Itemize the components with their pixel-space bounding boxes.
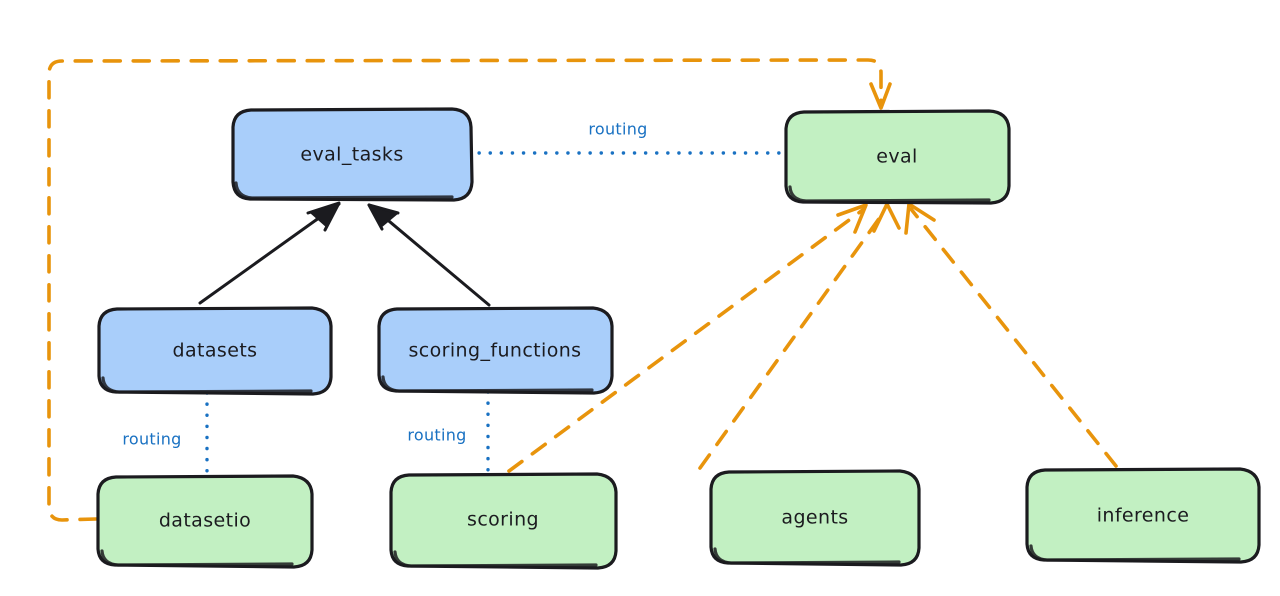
node-label-scoring_functions: scoring_functions [409,340,582,362]
node-scoring[interactable]: scoring [389,472,618,570]
node-label-eval: eval [876,146,917,168]
node-label-datasetio: datasetio [159,510,251,532]
node-inference[interactable]: inference [1025,467,1261,564]
edge-label-routing-eval_tasks-eval: routing [588,120,647,139]
node-datasets[interactable]: datasets [97,306,333,396]
edge-label-routing-datasets-datasetio: routing [122,430,181,449]
node-eval[interactable]: eval [784,109,1011,205]
edge-scoring_functions-to-eval_tasks [367,203,491,307]
node-agents[interactable]: agents [709,469,921,567]
edge-datasetio-to-eval [47,58,892,522]
node-label-agents: agents [781,507,848,529]
edge-scoring-to-eval [507,203,868,473]
edge-agents-to-eval [698,202,901,470]
edge-inference-to-eval [904,202,1118,468]
node-label-scoring: scoring [467,509,539,531]
node-label-inference: inference [1097,505,1190,527]
node-eval_tasks[interactable]: eval_tasks [231,107,474,202]
node-label-eval_tasks: eval_tasks [300,144,403,166]
node-datasetio[interactable]: datasetio [96,474,314,569]
node-scoring_functions[interactable]: scoring_functions [377,306,614,395]
node-label-datasets: datasets [173,340,258,362]
edge-datasets-to-eval_tasks [198,201,341,305]
edge-label-routing-scoring_functions-scoring: routing [407,426,466,445]
